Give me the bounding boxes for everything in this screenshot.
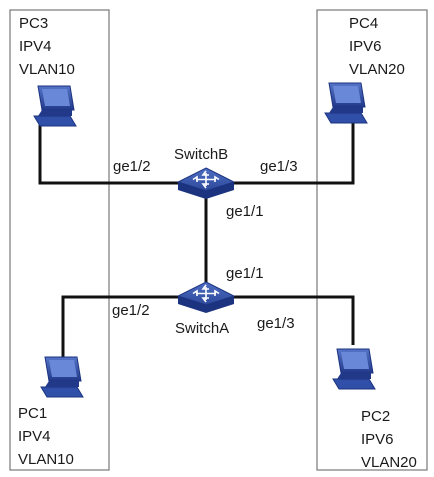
pc3-vlan: VLAN10 [19, 61, 75, 78]
pc3-icon[interactable] [33, 85, 77, 127]
pc2-ip: IPV6 [361, 431, 394, 448]
vlan10-frame [9, 9, 110, 471]
switcha-icon[interactable] [176, 281, 236, 313]
pc1-icon[interactable] [40, 356, 84, 398]
pc1-name: PC1 [18, 405, 47, 422]
port-switcha-up: ge1/1 [226, 265, 264, 282]
pc1-ip: IPV4 [18, 428, 51, 445]
port-switcha-right: ge1/3 [257, 315, 295, 332]
pc4-ip: IPV6 [349, 38, 382, 55]
switchb-icon[interactable] [176, 167, 236, 199]
vlan20-frame [316, 9, 428, 471]
pc2-icon[interactable] [332, 348, 376, 390]
pc3-name: PC3 [19, 15, 48, 32]
pc4-vlan: VLAN20 [349, 61, 405, 78]
port-switcha-left: ge1/2 [112, 302, 150, 319]
port-switchb-down: ge1/1 [226, 203, 264, 220]
pc2-name: PC2 [361, 408, 390, 425]
pc3-ip: IPV4 [19, 38, 52, 55]
links [38, 120, 355, 360]
pc1-vlan: VLAN10 [18, 451, 74, 468]
link-pc3-switchb [38, 125, 178, 185]
port-switchb-left: ge1/2 [113, 158, 151, 175]
switcha-label: SwitchA [175, 320, 229, 337]
link-switcha-pc1 [61, 295, 180, 360]
pc4-name: PC4 [349, 15, 378, 32]
link-switcha-pc2 [232, 295, 355, 345]
link-switchb-pc4 [232, 120, 355, 185]
pc2-vlan: VLAN20 [361, 454, 417, 471]
pc4-icon[interactable] [324, 82, 368, 124]
switchb-label: SwitchB [174, 146, 228, 163]
port-switchb-right: ge1/3 [260, 158, 298, 175]
